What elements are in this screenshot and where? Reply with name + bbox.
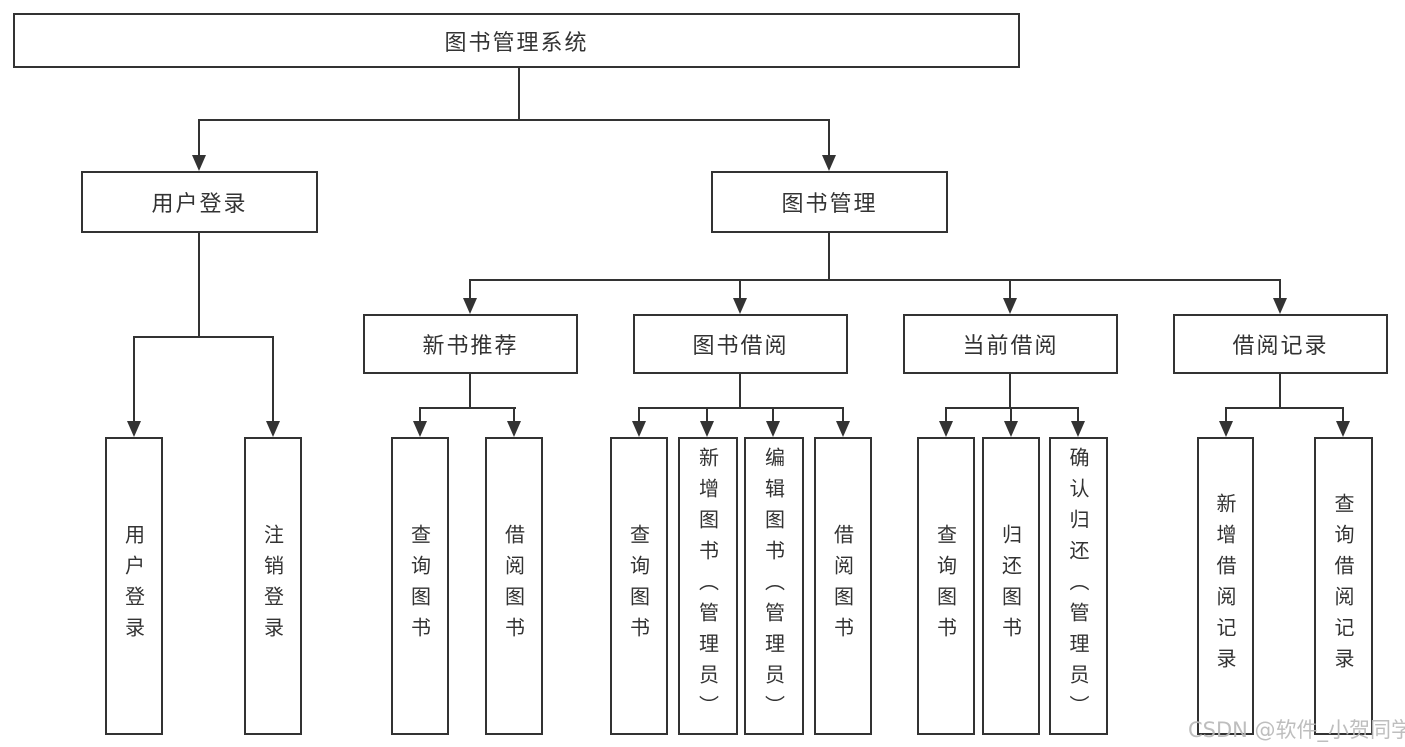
leaf-user-login-label: 用户登录: [121, 524, 146, 648]
leaf-add-borrow-record-label: 新增借阅记录: [1213, 493, 1237, 679]
connector-drop-c4: [842, 407, 844, 423]
arrowhead-book-borrow: [733, 298, 747, 314]
node-user-login-label: 用户登录: [151, 192, 248, 217]
connector-root-stem: [518, 68, 520, 119]
arrowhead-b2: [507, 421, 521, 437]
connector-borrow-records-stem: [1279, 374, 1281, 407]
connector-branch-borrow-records: [1225, 407, 1344, 409]
leaf-query-borrow-record: 查询借阅记录: [1314, 437, 1373, 735]
arrowhead-e1: [1219, 421, 1233, 437]
connector-drop-leaf-login: [133, 336, 135, 423]
leaf-query-books-rec: 查询图书: [391, 437, 449, 735]
arrowhead-d3: [1071, 421, 1085, 437]
node-borrow-records: 借阅记录: [1173, 314, 1388, 374]
arrowhead-borrow-records: [1273, 298, 1287, 314]
connector-drop-d2: [1010, 407, 1012, 423]
connector-new-book-stem: [469, 374, 471, 407]
connector-drop-d1: [945, 407, 947, 423]
leaf-user-login: 用户登录: [105, 437, 163, 735]
connector-book-mgmt-branch: [469, 279, 1281, 281]
node-new-book-rec: 新书推荐: [363, 314, 578, 374]
leaf-edit-book-admin: 编辑图书（管理员）: [744, 437, 804, 735]
leaf-borrow-books-rec-label: 借阅图书: [501, 524, 526, 648]
connector-drop-c1: [638, 407, 640, 423]
node-root-label: 图书管理系统: [444, 30, 589, 56]
arrowhead-c4: [836, 421, 850, 437]
connector-drop-leaf-logout: [272, 336, 274, 423]
leaf-query-borrow-record-label: 查询借阅记录: [1331, 493, 1355, 679]
connector-drop-c3: [772, 407, 774, 423]
node-book-borrow-label: 图书借阅: [692, 334, 789, 359]
connector-drop-d3: [1077, 407, 1079, 423]
leaf-add-book-admin-label: 新增图书（管理员）: [695, 446, 720, 726]
leaf-confirm-return-admin: 确认归还（管理员）: [1049, 437, 1108, 735]
arrowhead-c3: [766, 421, 780, 437]
leaf-edit-book-admin-label: 编辑图书（管理员）: [761, 446, 786, 726]
leaf-return-books-label: 归还图书: [998, 524, 1023, 648]
leaf-return-books: 归还图书: [982, 437, 1040, 735]
connector-current-borrow-stem: [1009, 374, 1011, 407]
connector-top-branch: [198, 119, 830, 121]
node-current-borrow: 当前借阅: [903, 314, 1118, 374]
node-book-borrow: 图书借阅: [633, 314, 848, 374]
leaf-borrow-books-rec: 借阅图书: [485, 437, 543, 735]
leaf-query-books-current-label: 查询图书: [933, 524, 958, 648]
connector-drop-book-borrow: [739, 279, 741, 300]
leaf-add-book-admin: 新增图书（管理员）: [678, 437, 738, 735]
node-book-mgmt: 图书管理: [711, 171, 948, 233]
connector-drop-current-borrow: [1009, 279, 1011, 300]
arrowhead-c1: [632, 421, 646, 437]
leaf-confirm-return-admin-label: 确认归还（管理员）: [1066, 446, 1090, 726]
node-book-mgmt-label: 图书管理: [781, 192, 878, 217]
arrowhead-user-login: [192, 155, 206, 171]
node-user-login: 用户登录: [81, 171, 318, 233]
leaf-logout-label: 注销登录: [260, 524, 285, 648]
connector-drop-c2: [706, 407, 708, 423]
connector-drop-e1: [1225, 407, 1227, 423]
node-current-borrow-label: 当前借阅: [962, 334, 1059, 359]
arrowhead-d2: [1004, 421, 1018, 437]
connector-drop-b2: [513, 407, 515, 423]
connector-book-mgmt-stem: [828, 233, 830, 279]
arrowhead-b1: [413, 421, 427, 437]
connector-drop-new-book: [469, 279, 471, 300]
arrowhead-current-borrow: [1003, 298, 1017, 314]
connector-drop-book-mgmt: [828, 119, 830, 157]
connector-user-login-branch: [133, 336, 274, 338]
connector-drop-b1: [419, 407, 421, 423]
connector-branch-current-borrow: [945, 407, 1079, 409]
leaf-query-books-current: 查询图书: [917, 437, 975, 735]
node-new-book-rec-label: 新书推荐: [422, 334, 519, 359]
connector-drop-user-login: [198, 119, 200, 157]
leaf-borrow-books-label: 借阅图书: [830, 524, 855, 648]
leaf-logout: 注销登录: [244, 437, 302, 735]
arrowhead-d1: [939, 421, 953, 437]
connector-user-login-stem: [198, 233, 200, 336]
node-borrow-records-label: 借阅记录: [1232, 334, 1329, 359]
connector-branch-book-borrow: [638, 407, 844, 409]
leaf-query-books-borrow: 查询图书: [610, 437, 668, 735]
arrowhead-c2: [700, 421, 714, 437]
arrowhead-book-mgmt: [822, 155, 836, 171]
connector-drop-e2: [1342, 407, 1344, 423]
connector-branch-new-book: [419, 407, 516, 409]
leaf-query-books-rec-label: 查询图书: [407, 524, 432, 648]
arrowhead-leaf-login: [127, 421, 141, 437]
arrowhead-e2: [1336, 421, 1350, 437]
arrowhead-new-book: [463, 298, 477, 314]
connector-drop-borrow-records: [1279, 279, 1281, 300]
connector-book-borrow-stem: [739, 374, 741, 407]
node-root: 图书管理系统: [13, 13, 1020, 68]
leaf-borrow-books: 借阅图书: [814, 437, 872, 735]
leaf-add-borrow-record: 新增借阅记录: [1197, 437, 1254, 735]
arrowhead-leaf-logout: [266, 421, 280, 437]
leaf-query-books-borrow-label: 查询图书: [626, 524, 651, 648]
